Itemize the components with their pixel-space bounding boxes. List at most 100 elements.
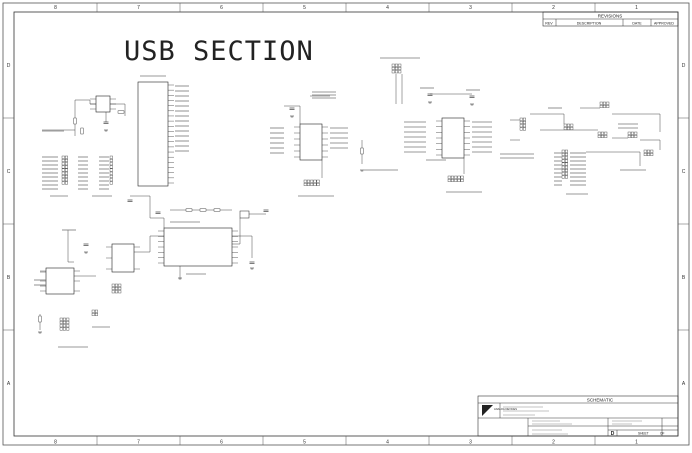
ic-switch-mid [294, 123, 328, 161]
zone-row-label: B [7, 275, 11, 281]
header-pin [398, 63, 402, 67]
zone-row-label: D [682, 63, 686, 69]
header-pin [115, 290, 118, 294]
header-pin [604, 135, 608, 138]
header-pin [460, 175, 464, 179]
wire [150, 217, 165, 228]
zone-col-label: 3 [469, 5, 472, 11]
header-pin [565, 159, 568, 163]
header-pin [565, 162, 568, 166]
header-pin [447, 179, 451, 182]
zone-row-label: D [7, 63, 11, 69]
header-pin [109, 168, 113, 172]
header-pin [63, 317, 66, 321]
header-pin [118, 290, 122, 294]
header-pin [650, 149, 654, 153]
header-pin [65, 181, 68, 185]
zone-col-label: 2 [552, 440, 555, 446]
ic-body [137, 81, 169, 187]
header-pin [316, 183, 320, 186]
sheet-word: SHEET [638, 432, 649, 436]
header-pin [95, 309, 98, 313]
approved-col: APPROVED [654, 22, 674, 26]
header-pin [65, 175, 68, 178]
header-pin [307, 179, 310, 183]
header-pin [561, 169, 565, 172]
size-value: D [611, 431, 615, 437]
page-title: USB SECTION [124, 36, 314, 67]
header-pin [63, 321, 66, 324]
ic-switch-right [436, 117, 470, 159]
header-pin [109, 159, 113, 162]
header-pin [65, 155, 68, 159]
outer-border [2, 2, 690, 446]
zone-col-label: 4 [386, 440, 389, 446]
header-pin [519, 127, 523, 131]
header-pin [563, 127, 567, 130]
header-pin [563, 123, 567, 127]
resistor [213, 208, 221, 212]
header-pin [398, 67, 402, 70]
header-pin [643, 153, 647, 156]
header-pin [59, 317, 63, 321]
header-pin [109, 171, 113, 175]
header-pin [561, 172, 565, 176]
header-pin [61, 171, 65, 175]
header-pin [601, 135, 604, 138]
header-pin [631, 131, 634, 135]
header-pin [61, 155, 65, 159]
header-pin [316, 179, 320, 183]
ic-body [163, 227, 233, 267]
header-pin [457, 175, 461, 179]
header-pin [606, 101, 610, 105]
ic-regulator [40, 267, 80, 295]
header-pin [65, 178, 68, 182]
header-pin [66, 324, 70, 328]
header-pin [109, 178, 113, 182]
header-pin [565, 165, 568, 169]
header-pin [61, 178, 65, 182]
header-pin [91, 313, 95, 316]
ic-body [299, 123, 323, 161]
components [34, 57, 654, 348]
header-pin [597, 131, 601, 135]
header-pin [115, 283, 118, 287]
wire [134, 235, 170, 253]
zone-col-label: 5 [303, 5, 306, 11]
ic-small-left [106, 243, 140, 273]
zone-row-label: A [7, 381, 11, 387]
zone-col-label: 6 [220, 5, 223, 11]
revisions-block: REVISIONS REV DESCRIPTION DATE APPROVED [542, 11, 679, 27]
header-pin [65, 168, 68, 172]
wires [39, 74, 661, 330]
header-pin [565, 149, 568, 153]
header-pin [65, 159, 68, 162]
header-pin [66, 321, 70, 324]
resistor [185, 208, 193, 212]
header-pin [109, 165, 113, 169]
ic-body [111, 243, 135, 273]
header-pin [109, 162, 113, 166]
description-col: DESCRIPTION [577, 22, 602, 26]
header-pin [460, 179, 464, 182]
header-pin [565, 156, 568, 160]
ic-mcu-usb [137, 81, 174, 187]
resistor [199, 208, 207, 212]
header-pin [91, 309, 95, 313]
header-pin [643, 149, 647, 153]
header-pin [115, 287, 118, 290]
wire [586, 151, 641, 166]
wire [530, 113, 565, 124]
zone-col-label: 8 [54, 5, 57, 11]
header-pin [647, 149, 650, 153]
header-pin [567, 123, 570, 127]
ic-body [45, 267, 75, 295]
of-word: OF [660, 432, 664, 436]
header-pin [523, 124, 526, 128]
zone-row-label: B [682, 275, 686, 281]
header-pin [59, 324, 63, 328]
header-pin [303, 183, 307, 186]
header-pin [63, 327, 66, 331]
